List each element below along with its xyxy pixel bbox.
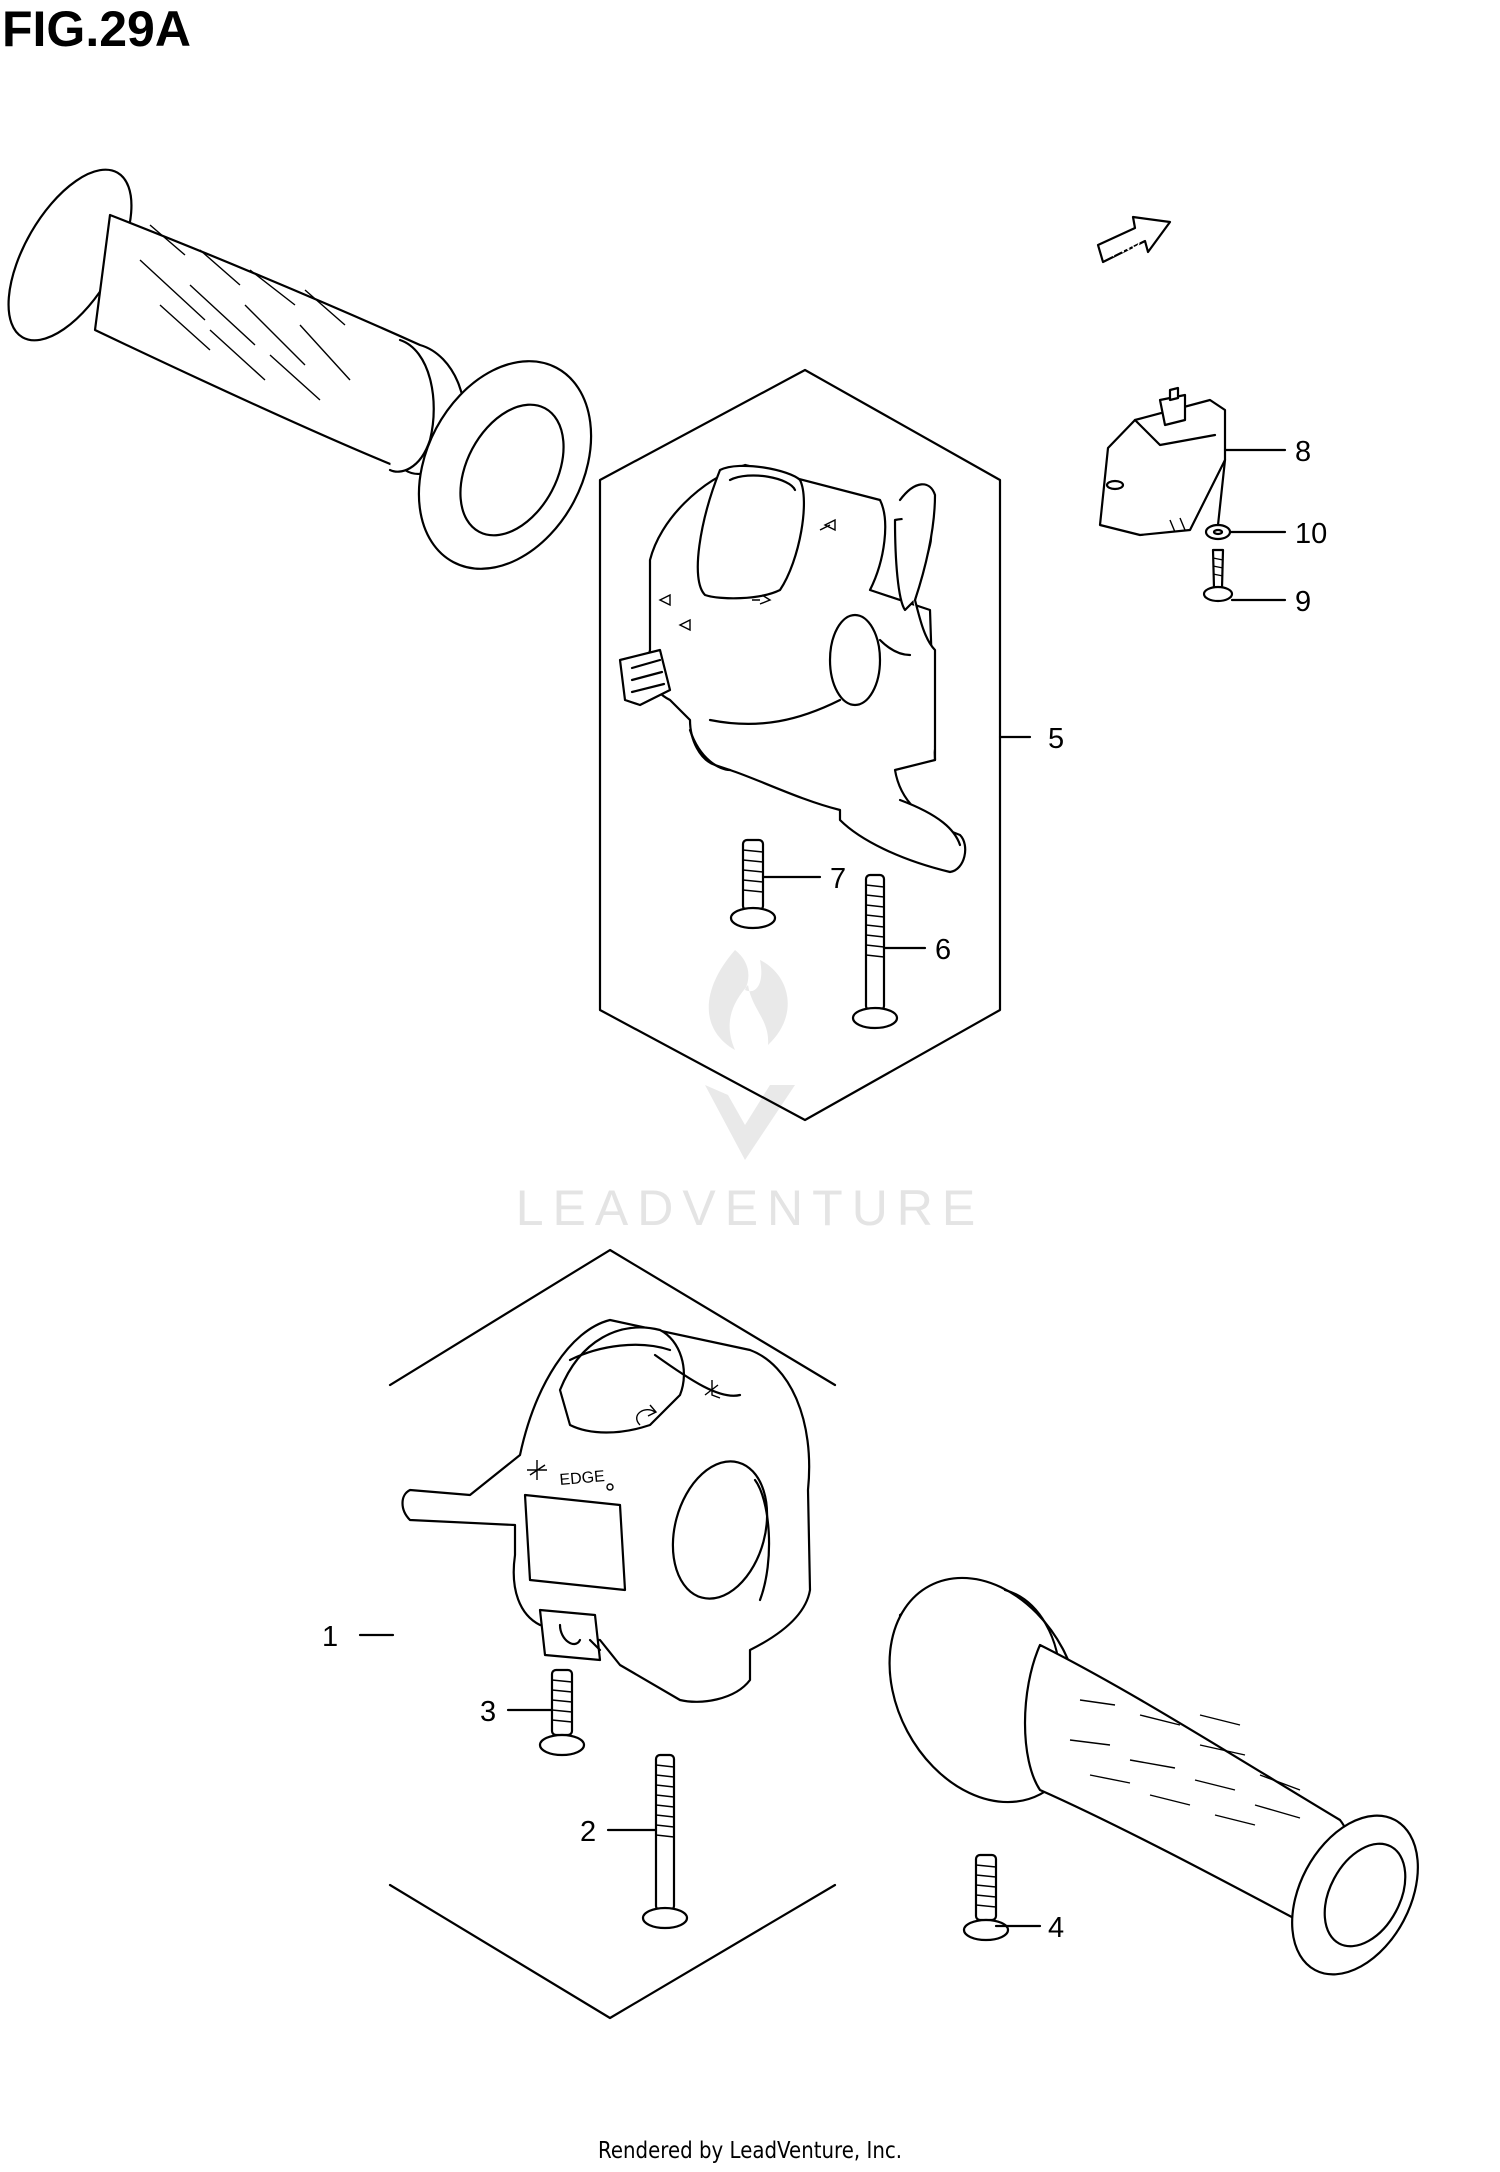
- right-grip-drawing: [888, 1576, 1419, 1976]
- figure-title: FIG.29A: [2, 1, 191, 57]
- screw-7-drawing: [729, 838, 777, 930]
- screw-2-drawing: [641, 1753, 689, 1930]
- screw-4-drawing: [962, 1853, 1010, 1942]
- callout-1: 1: [322, 1621, 338, 1653]
- hazard-mark-text: EDGE: [559, 1468, 606, 1489]
- fwd-label: FWD: [1107, 233, 1143, 260]
- left-switch-housing-drawing: EDGE: [401, 1318, 812, 1703]
- right-switch-housing-drawing: [618, 463, 967, 874]
- callout-10: 10: [1295, 518, 1327, 550]
- callout-4: 4: [1048, 1912, 1064, 1944]
- callout-3: 3: [480, 1696, 496, 1728]
- assembly-5-boundary: [598, 368, 1002, 1122]
- switch-8-drawing: [1098, 386, 1227, 537]
- screw-9-drawing: [1202, 548, 1234, 603]
- callout-8: 8: [1295, 436, 1311, 468]
- screw-3-drawing: [538, 1668, 586, 1757]
- callout-5: 5: [1048, 723, 1064, 755]
- callout-9: 9: [1295, 586, 1311, 618]
- assembly-1-boundary: [388, 1248, 837, 2020]
- callout-2: 2: [580, 1816, 596, 1848]
- leader-lines: [358, 448, 1287, 1928]
- left-grip-drawing: [7, 168, 593, 570]
- washer-10-drawing: [1204, 523, 1232, 541]
- callout-6: 6: [935, 934, 951, 966]
- screw-6-drawing: [851, 873, 899, 1030]
- footer-credit: Rendered by LeadVenture, Inc.: [597, 2138, 903, 2164]
- watermark-logo: [705, 950, 795, 1160]
- fwd-arrow-icon: FWD: [1096, 215, 1172, 264]
- callout-7: 7: [830, 863, 846, 895]
- watermark-text: LEADVENTURE: [516, 1180, 985, 1236]
